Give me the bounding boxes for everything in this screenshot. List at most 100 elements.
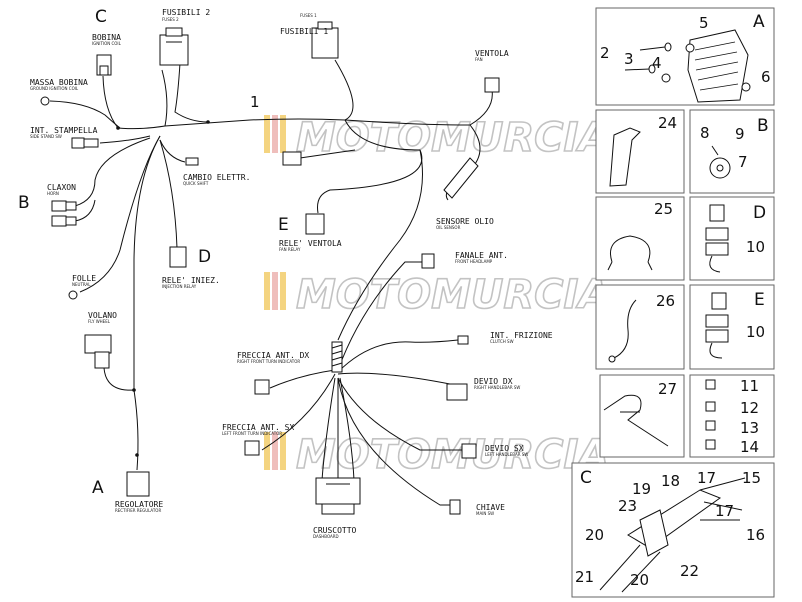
watermark-text: MOTOMURCIA	[296, 115, 609, 161]
fanale-ant-connector	[421, 253, 435, 269]
bobina-label: BOBINA	[92, 33, 121, 42]
svg-text:23: 23	[618, 497, 637, 515]
svg-text:INJECTION RELAY: INJECTION RELAY	[162, 284, 197, 289]
svg-text:SIDE STAND SW: SIDE STAND SW	[30, 134, 62, 139]
parts-drawings	[40, 21, 500, 515]
svg-text:9: 9	[735, 125, 745, 143]
int-frizione-label: INT. FRIZIONE	[490, 331, 553, 340]
fusibili2-label: FUSIBILI 2	[162, 8, 210, 17]
freccia-dx-label: FRECCIA ANT. DX	[237, 351, 309, 360]
volano-label: VOLANO	[88, 311, 117, 320]
devio-dx-connector	[446, 383, 468, 401]
panel-c-letter: C	[580, 468, 592, 488]
freccia-dx-connector	[254, 379, 270, 395]
int-stampella-connector	[83, 138, 99, 148]
cambio-label: CAMBIO ELETTR.	[183, 173, 250, 182]
sensore-olio-label: SENSORE OLIO	[436, 217, 494, 226]
svg-text:HORN: HORN	[47, 191, 59, 196]
svg-text:20: 20	[630, 571, 649, 589]
folle-label: FOLLE	[72, 274, 96, 283]
regolatore-connector	[126, 471, 150, 497]
fusibili-1-connector	[311, 27, 339, 59]
svg-text:24: 24	[658, 114, 677, 132]
chiave-connector	[449, 499, 461, 515]
watermark-top: MOTOMURCIA	[264, 114, 610, 162]
svg-text:10: 10	[746, 323, 765, 341]
devio-sx-label: DEVIO SX	[485, 444, 524, 453]
svg-text:25: 25	[654, 200, 673, 218]
rele-ventola-connector	[305, 213, 325, 235]
svg-text:22: 22	[680, 562, 699, 580]
callout-c: C	[95, 7, 107, 27]
svg-text:10: 10	[746, 238, 765, 256]
panel-24	[595, 109, 685, 194]
wiring-harness	[49, 59, 493, 506]
svg-text:RIGHT HANDLEBAR SW: RIGHT HANDLEBAR SW	[474, 385, 520, 390]
svg-text:QUICK SHIFT: QUICK SHIFT	[183, 181, 209, 186]
svg-text:19: 19	[632, 480, 651, 498]
svg-text:8: 8	[700, 124, 710, 142]
chiave-label: CHIAVE	[476, 503, 505, 512]
sensore-olio-connector	[443, 157, 479, 199]
panel-26	[595, 284, 685, 370]
svg-text:OIL SENSOR: OIL SENSOR	[436, 225, 461, 230]
svg-text:21: 21	[575, 568, 594, 586]
freccia-sx-label: FRECCIA ANT. SX	[222, 423, 294, 432]
svg-text:FAN: FAN	[475, 57, 483, 62]
svg-text:5: 5	[699, 14, 709, 32]
detail-panels: A 2 3 4 5 6 24 B 7 8 9 25 D 1	[571, 7, 775, 598]
watermark-bottom: MOTOMURCIA	[264, 431, 610, 479]
svg-text:FUSES 2: FUSES 2	[162, 17, 179, 22]
component-labels: C B A E D 1 FUSIBILI 2 FUSES 2 FUSES 1 F…	[18, 7, 553, 539]
callout-e: E	[278, 215, 289, 235]
svg-text:16: 16	[746, 526, 765, 544]
svg-text:15: 15	[742, 469, 761, 487]
watermark-text: MOTOMURCIA	[296, 272, 609, 318]
cruscotto-label: CRUSCOTTO	[313, 526, 357, 535]
svg-text:11: 11	[740, 377, 759, 395]
panel-fuses	[689, 374, 775, 458]
cruscotto-connector	[315, 477, 361, 505]
watermark-text: MOTOMURCIA	[296, 432, 609, 478]
callout-1: 1	[250, 93, 260, 111]
freccia-sx-connector	[244, 440, 260, 456]
svg-text:17: 17	[697, 469, 716, 487]
panel-e	[689, 284, 775, 370]
svg-text:RECTIFIER REGULATOR: RECTIFIER REGULATOR	[115, 508, 161, 513]
svg-text:FRONT HEADLAMP: FRONT HEADLAMP	[455, 259, 493, 264]
svg-text:4: 4	[652, 54, 662, 72]
svg-text:CLUTCH SW: CLUTCH SW	[490, 339, 514, 344]
svg-text:LEFT HANDLEBAR SW: LEFT HANDLEBAR SW	[485, 452, 528, 457]
ventola-label: VENTOLA	[475, 49, 509, 58]
svg-text:17: 17	[715, 502, 734, 520]
svg-text:7: 7	[738, 153, 748, 171]
int-stampella-label: INT. STAMPELLA	[30, 126, 98, 135]
claxon-connector-2	[51, 215, 67, 227]
svg-text:DASHBOARD: DASHBOARD	[313, 534, 339, 539]
svg-text:LEFT FRONT TURN INDICATOR: LEFT FRONT TURN INDICATOR	[222, 431, 282, 436]
volano-connector	[84, 334, 112, 354]
panel-d	[689, 196, 775, 281]
svg-text:14: 14	[740, 438, 759, 456]
svg-text:FAN RELAY: FAN RELAY	[279, 247, 301, 252]
svg-text:26: 26	[656, 292, 675, 310]
callout-a: A	[92, 478, 104, 498]
svg-text:6: 6	[761, 68, 771, 86]
callout-b: B	[18, 193, 30, 213]
svg-text:RIGHT FRONT TURN INDICATOR: RIGHT FRONT TURN INDICATOR	[237, 359, 300, 364]
ventola-connector	[484, 77, 500, 93]
rele-iniez-label: RELE' INIEZ.	[162, 276, 220, 285]
svg-text:13: 13	[740, 419, 759, 437]
cambio-connector	[185, 157, 199, 166]
fusibili1-label: FUSIBILI 1	[280, 27, 328, 36]
svg-text:GROUND IGNITION COIL: GROUND IGNITION COIL	[30, 86, 79, 91]
panel-b-letter: B	[757, 116, 769, 136]
massa-bobina-terminal	[40, 96, 50, 106]
panel-b	[689, 109, 775, 194]
svg-text:NEUTRAL: NEUTRAL	[72, 282, 91, 287]
svg-text:27: 27	[658, 380, 677, 398]
svg-text:12: 12	[740, 399, 759, 417]
fanale-ant-label: FANALE ANT.	[455, 251, 508, 260]
svg-text:20: 20	[585, 526, 604, 544]
